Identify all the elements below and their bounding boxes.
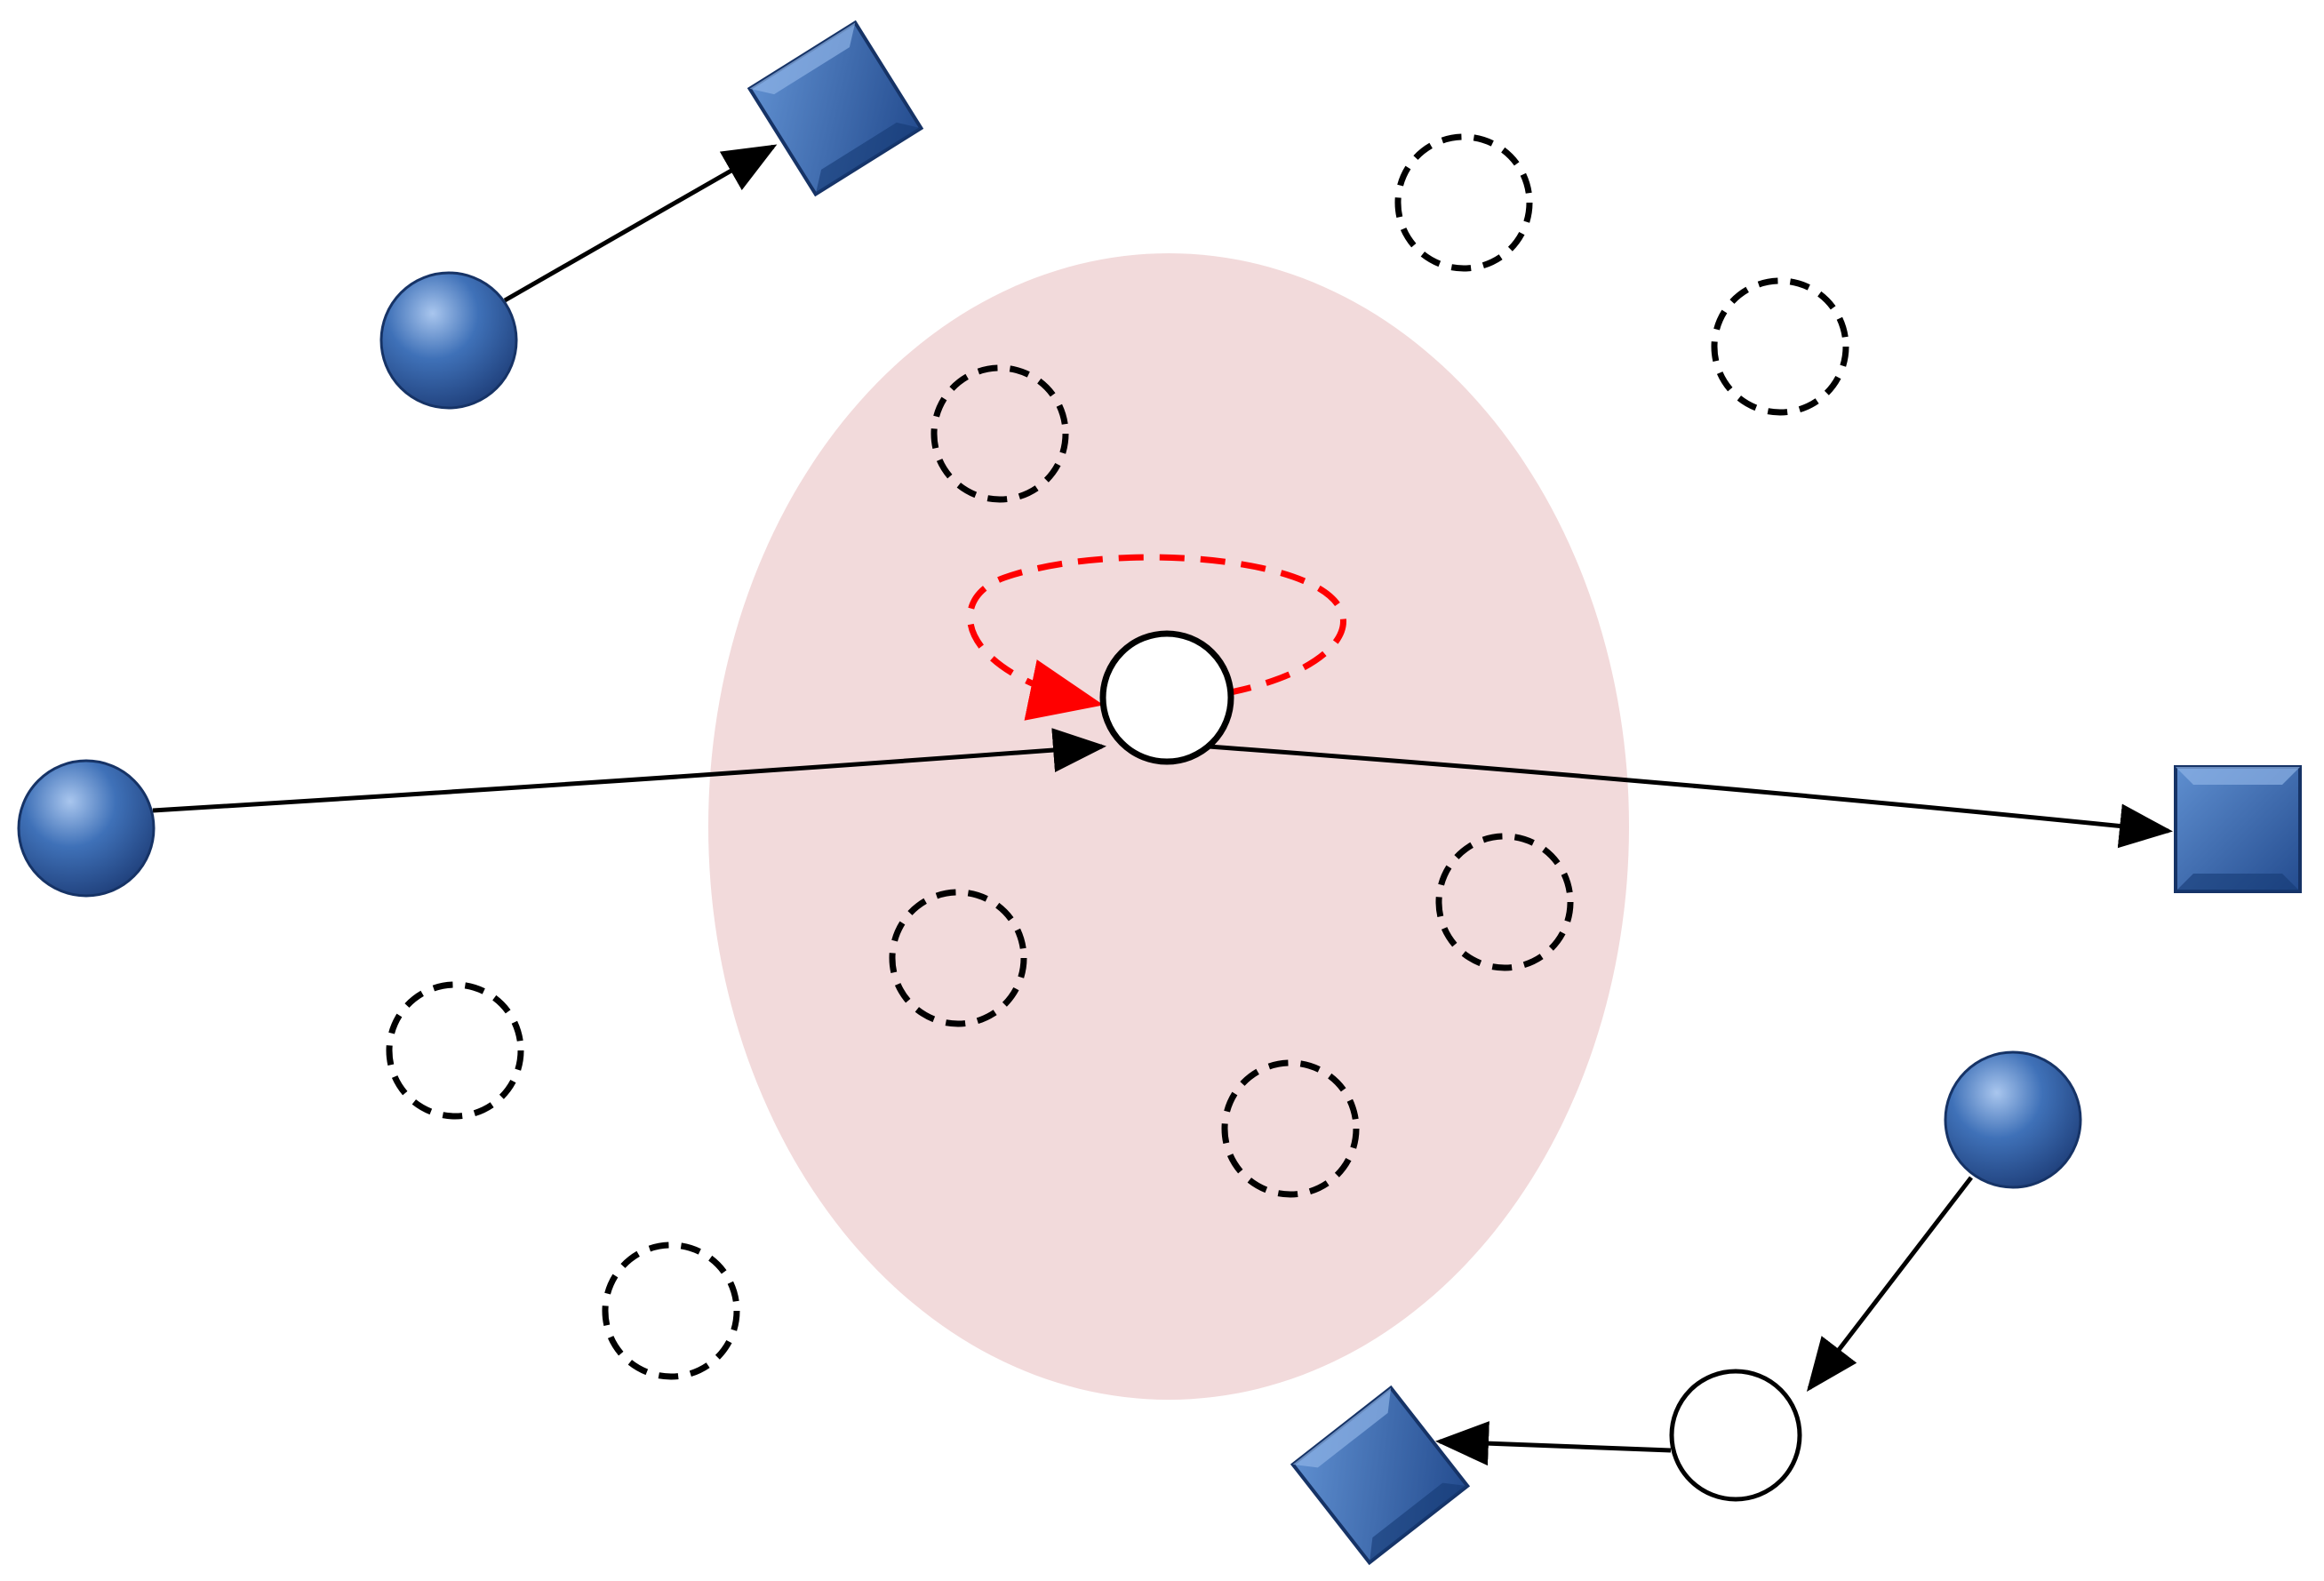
- inactive-node-4: [1435, 833, 1574, 971]
- coverage-region: [708, 253, 1629, 1400]
- relay-node-bottom: [1669, 1369, 1802, 1502]
- edge-relay-to-bottom-square: [1435, 1421, 1672, 1466]
- edges: [152, 144, 2173, 1466]
- inactive-node-5: [889, 889, 1027, 1027]
- edge-relay-to-right: [1208, 744, 2173, 849]
- inactive-node-8: [602, 1242, 740, 1380]
- source-nodes: [17, 271, 2082, 1189]
- inactive-node-3: [930, 364, 1069, 503]
- edge-top-link: [503, 144, 778, 303]
- destination-nodes: [747, 20, 2302, 1566]
- sphere-node-bottom: [1944, 1050, 2082, 1189]
- sphere-node-left: [17, 759, 156, 898]
- inactive-node-2: [1711, 277, 1849, 416]
- relay-node-center: [1099, 630, 1234, 765]
- edge-left-to-relay: [152, 728, 1106, 813]
- square-node-top: [747, 20, 924, 197]
- sphere-node-top: [379, 271, 518, 410]
- inactive-node-7: [1221, 1059, 1360, 1198]
- square-node-right: [2174, 765, 2302, 893]
- inactive-node-1: [1394, 133, 1533, 272]
- inactive-node-6: [386, 981, 524, 1120]
- square-node-bottom: [1290, 1385, 1471, 1566]
- self-loop-edge: [967, 554, 1346, 721]
- edge-bottom-to-relay: [1806, 1176, 1973, 1392]
- inactive-nodes: [386, 133, 1849, 1380]
